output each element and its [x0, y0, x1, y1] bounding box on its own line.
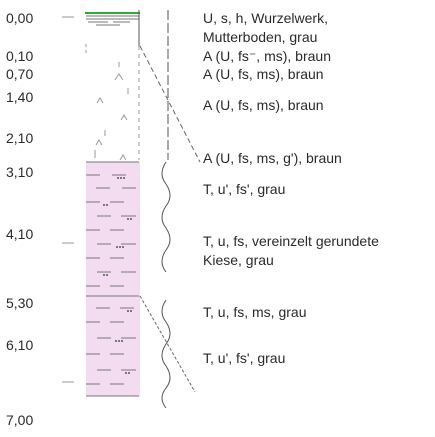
depth-label-5-30: 5,30 [6, 295, 34, 311]
depth-label-0-70: 0,70 [6, 66, 34, 82]
layer-description-7a: T, u, fs, vereinzelt gerundete [203, 233, 379, 249]
layer-description-1a: U, s, h, Wurzelwerk, [203, 10, 328, 26]
layer-description-3: A (U, fs, ms), braun [203, 66, 324, 82]
layer-description-1b: Mutterboden, grau [203, 29, 318, 45]
layer-description-7b: Kiese, grau [203, 252, 274, 268]
depth-label-4-10: 4,10 [6, 226, 34, 242]
layer-description-5: A (U, fs, ms, g'), braun [203, 150, 342, 166]
clay-layers [86, 161, 140, 397]
depth-label-1-40: 1,40 [6, 89, 34, 105]
layer-description-2: A (U, fs⁻, ms), braun [203, 48, 331, 64]
depth-label-6-10: 6,10 [6, 337, 34, 353]
layer-description-6: T, u', fs', grau [203, 181, 286, 197]
depth-label-2-10: 2,10 [6, 130, 34, 146]
layer-description-8: T, u, fs, ms, grau [203, 304, 307, 320]
depth-label-7-00: 7,00 [6, 412, 34, 428]
strength-curve [139, 45, 201, 393]
depth-label-0-00: 0,00 [6, 10, 34, 26]
depth-ticks [62, 16, 74, 383]
consistency-column [161, 10, 171, 409]
layer-description-4: A (U, fs, ms), braun [203, 97, 324, 113]
depth-label-3-10: 3,10 [6, 164, 34, 180]
layer-description-9: T, u', fs', grau [203, 350, 286, 366]
depth-label-0-10: 0,10 [6, 48, 34, 64]
topsoil-layer [85, 10, 140, 46]
silt-layers [85, 44, 140, 161]
